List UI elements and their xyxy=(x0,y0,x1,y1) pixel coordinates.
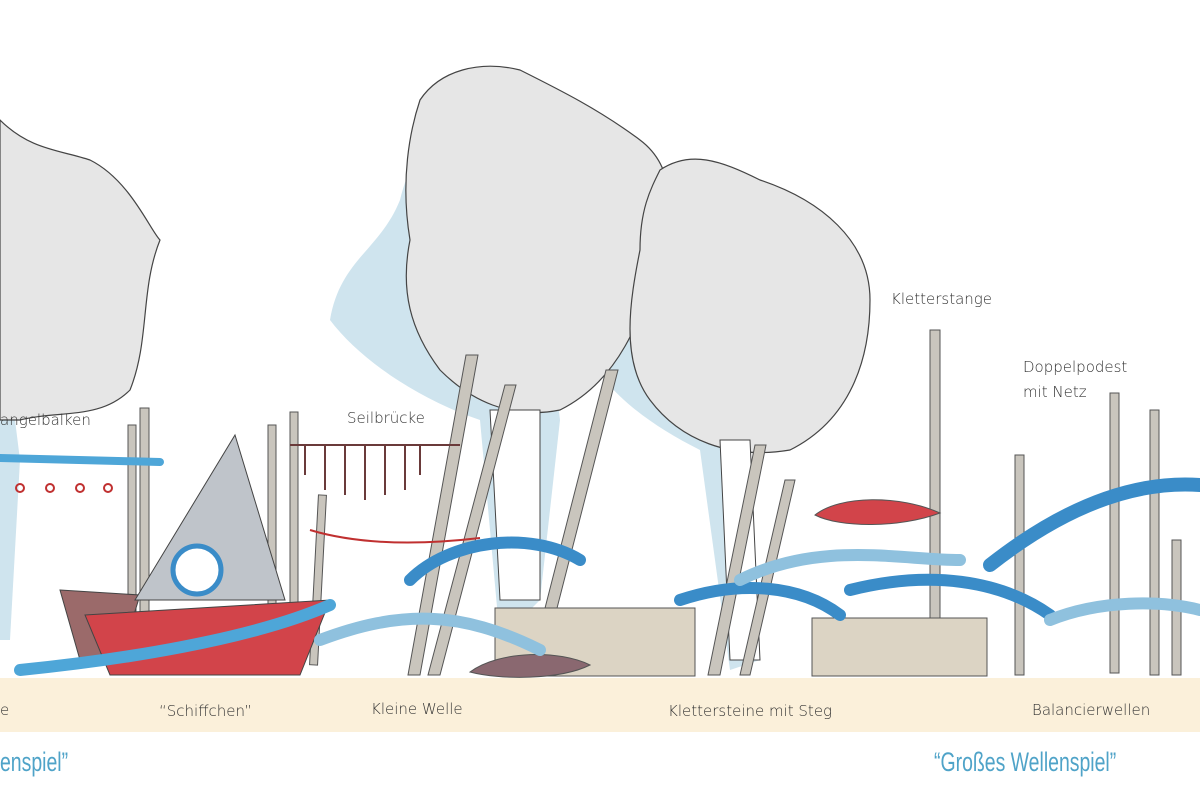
tree-left xyxy=(0,119,161,421)
waves xyxy=(0,454,1200,676)
band-label-kleine-welle: Kleine Welle xyxy=(371,700,463,718)
label-seilbruecke: Seilbrücke xyxy=(347,409,425,427)
tree-right xyxy=(629,158,871,454)
label-doppelpodest-2: mit Netz xyxy=(1023,383,1087,401)
band-label-klettersteine: Klettersteine mit Steg xyxy=(668,702,833,720)
ground-band xyxy=(0,678,1200,732)
label-schwingelbalken: angelbalken xyxy=(0,411,91,429)
band-label-balancierwellen: Balancierwellen xyxy=(1032,701,1151,719)
trees xyxy=(0,65,871,454)
band-label-schiffchen: “Schiffchen” xyxy=(159,702,252,720)
tree-middle xyxy=(405,65,670,414)
label-kletterstange: Kletterstange xyxy=(891,290,993,308)
fish-seat xyxy=(814,499,942,525)
title-left: enspiel” xyxy=(0,747,69,777)
title-right: “Großes Wellenspiel” xyxy=(934,747,1117,777)
label-doppelpodest-1: Doppelpodest xyxy=(1023,358,1128,376)
rope-bridge xyxy=(15,444,481,544)
band-label-0: e xyxy=(0,701,10,719)
